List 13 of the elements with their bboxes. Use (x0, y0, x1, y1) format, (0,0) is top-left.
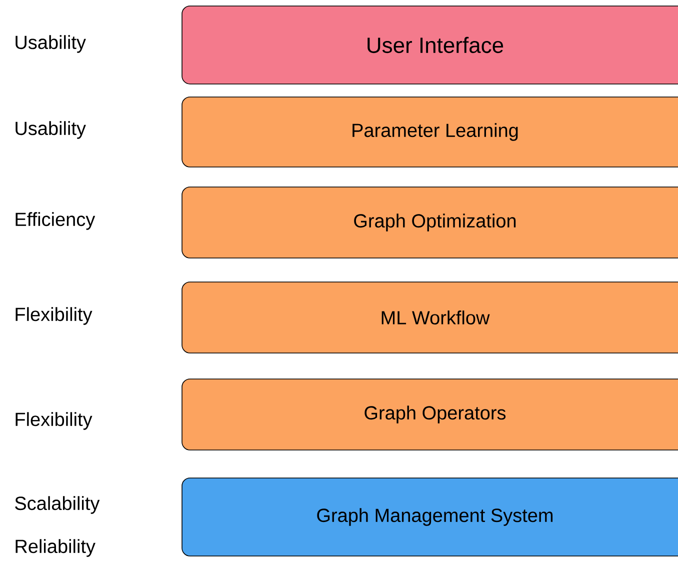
layer-box: Parameter Learning (182, 96, 678, 168)
layer-box: Graph Operators (182, 378, 678, 450)
side-label: Usability (16, 121, 86, 139)
layer-box: User Interface (182, 6, 678, 84)
side-label: Reliability (16, 539, 96, 557)
side-label: Usability (16, 35, 86, 53)
side-label: Flexibility (16, 412, 92, 430)
side-label: Efficiency (16, 212, 96, 230)
side-label: Flexibility (16, 307, 92, 325)
layer-box: ML Workflow (182, 282, 678, 354)
side-label: Scalability (15, 496, 100, 514)
layer-box: Graph Management System (182, 478, 678, 556)
layer-box: Graph Optimization (182, 186, 678, 258)
